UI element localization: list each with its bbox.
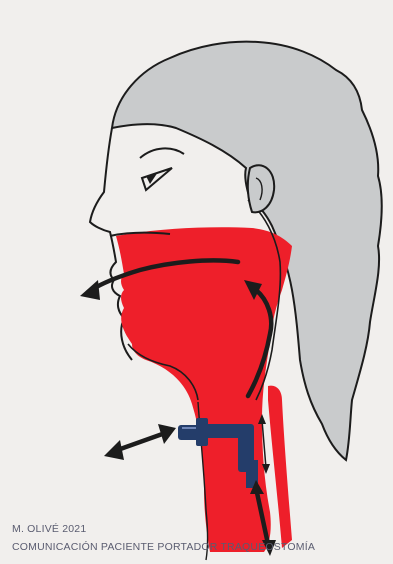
author-caption: M. OLIVÉ 2021 bbox=[12, 523, 86, 535]
illustration-title: COMUNICACIÓN PACIENTE PORTADOR TRAQUEOST… bbox=[12, 541, 315, 553]
